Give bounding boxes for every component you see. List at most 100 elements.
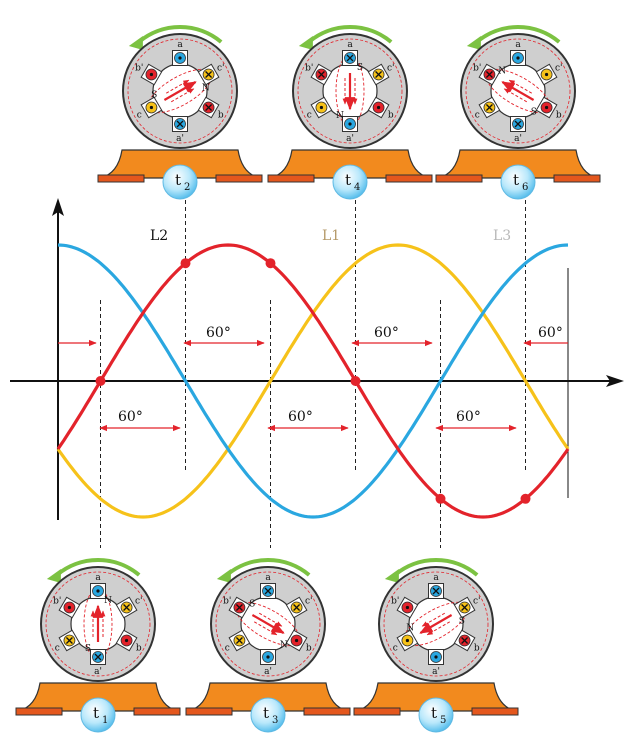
current-cross-icon [485, 104, 493, 111]
motor-foot-left [267, 174, 315, 183]
current-cross-icon [264, 587, 272, 595]
coil-label-c: c [475, 111, 480, 121]
current-cross-icon [485, 71, 493, 78]
coil-label-a: a [177, 40, 183, 50]
coil-label-a-prime: a' [346, 134, 354, 144]
coil-b-prime: b' [391, 597, 419, 619]
current-dot-icon [434, 655, 438, 659]
coil-label-a-prime: a' [432, 667, 440, 677]
field-arrow [251, 614, 285, 634]
coil-label-b-prime: b' [223, 597, 231, 607]
stator-rim [45, 571, 151, 677]
time-sub-t2: 2 [184, 182, 190, 193]
coil-label-b-prime: b' [391, 597, 399, 607]
time-sub-t3: 3 [272, 715, 278, 726]
motor-foot-left [15, 707, 63, 716]
time-label-t1: t [93, 704, 99, 722]
pole-label-south: S [249, 599, 255, 609]
current-cross-icon [461, 604, 469, 611]
current-cross-icon [94, 653, 102, 661]
coil-b-prime: b' [223, 597, 251, 619]
angle-label-upper-1: 60° [206, 325, 231, 341]
coil-label-b: b [306, 644, 312, 654]
current-cross-icon [461, 637, 469, 644]
current-dot-icon [544, 105, 549, 110]
current-dot-icon [124, 638, 129, 643]
intersection-point-t3 [265, 258, 276, 269]
coil-label-c-prime: c' [305, 597, 313, 607]
current-dot-icon [67, 605, 72, 610]
coil-c: c [393, 629, 419, 654]
current-cross-icon [176, 120, 184, 128]
coil-label-a-prime: a' [94, 667, 102, 677]
motor-foot-right [471, 707, 519, 716]
current-cross-icon [235, 637, 243, 644]
time-sub-t4: 4 [354, 182, 360, 193]
coil-label-b: b [474, 644, 480, 654]
coil-label-b-prime: b' [305, 64, 313, 74]
rotation-arrowhead-icon [298, 35, 313, 50]
current-dot-icon [149, 72, 154, 77]
time-label-t2: t [175, 171, 181, 189]
pole-label-north: N [336, 111, 344, 121]
current-cross-icon [375, 71, 383, 78]
field-arrow [419, 614, 453, 634]
intersection-point-t4 [350, 376, 361, 386]
time-label-t6: t [513, 171, 519, 189]
field-arrow [501, 81, 535, 101]
rotation-arrowhead-icon [466, 35, 481, 50]
coil-c: c [307, 96, 333, 121]
angle-label-lower-3: 60° [456, 409, 481, 425]
coil-label-c: c [225, 644, 230, 654]
pole-label-south: S [85, 644, 91, 654]
pole-label-north: N [202, 84, 210, 94]
rotation-arrow-icon [393, 558, 479, 577]
field-arrow [163, 81, 197, 101]
angle-label-upper-2: 60° [374, 325, 399, 341]
angle-label-lower-2: 60° [288, 409, 313, 425]
coil-a-prime: a' [260, 649, 276, 677]
rotation-arrow-icon [307, 25, 393, 44]
coil-label-b: b [136, 644, 142, 654]
current-dot-icon [376, 105, 381, 110]
current-dot-icon [319, 105, 324, 110]
time-label-t4: t [345, 171, 351, 189]
series-label-l3: L3 [493, 228, 511, 244]
intersection-point-t2 [180, 258, 191, 269]
current-cross-icon [123, 604, 131, 611]
current-dot-icon [544, 72, 549, 77]
motor-foot-right [303, 707, 351, 716]
pole-label-north: N [280, 641, 288, 651]
current-dot-icon [294, 638, 299, 643]
intersection-point-t6 [520, 493, 531, 504]
field-arrow [508, 79, 533, 94]
pole-label-south: S [531, 108, 537, 118]
coil-c: c [225, 629, 251, 654]
coil-label-c-prime: c' [473, 597, 481, 607]
pole-label-north: N [498, 66, 506, 76]
rotation-arrow-icon [475, 25, 561, 44]
time-label-t3: t [263, 704, 269, 722]
angle-label-upper-3: 60° [538, 325, 563, 341]
coil-c: c [475, 96, 501, 121]
coil-label-a-prime: a' [514, 134, 522, 144]
pole-label-north: N [406, 623, 414, 633]
coil-b-prime: b' [305, 64, 333, 86]
current-dot-icon [348, 122, 352, 126]
current-cross-icon [235, 604, 243, 611]
coil-label-a-prime: a' [176, 134, 184, 144]
stator-rim [465, 38, 571, 144]
current-dot-icon [96, 589, 100, 593]
current-cross-icon [346, 54, 354, 62]
series-label-l2: L2 [150, 228, 168, 244]
field-arrow [170, 88, 195, 103]
coil-b: b [535, 96, 562, 121]
coil-a: a [428, 573, 444, 599]
coil-label-c: c [55, 644, 60, 654]
current-dot-icon [266, 655, 270, 659]
